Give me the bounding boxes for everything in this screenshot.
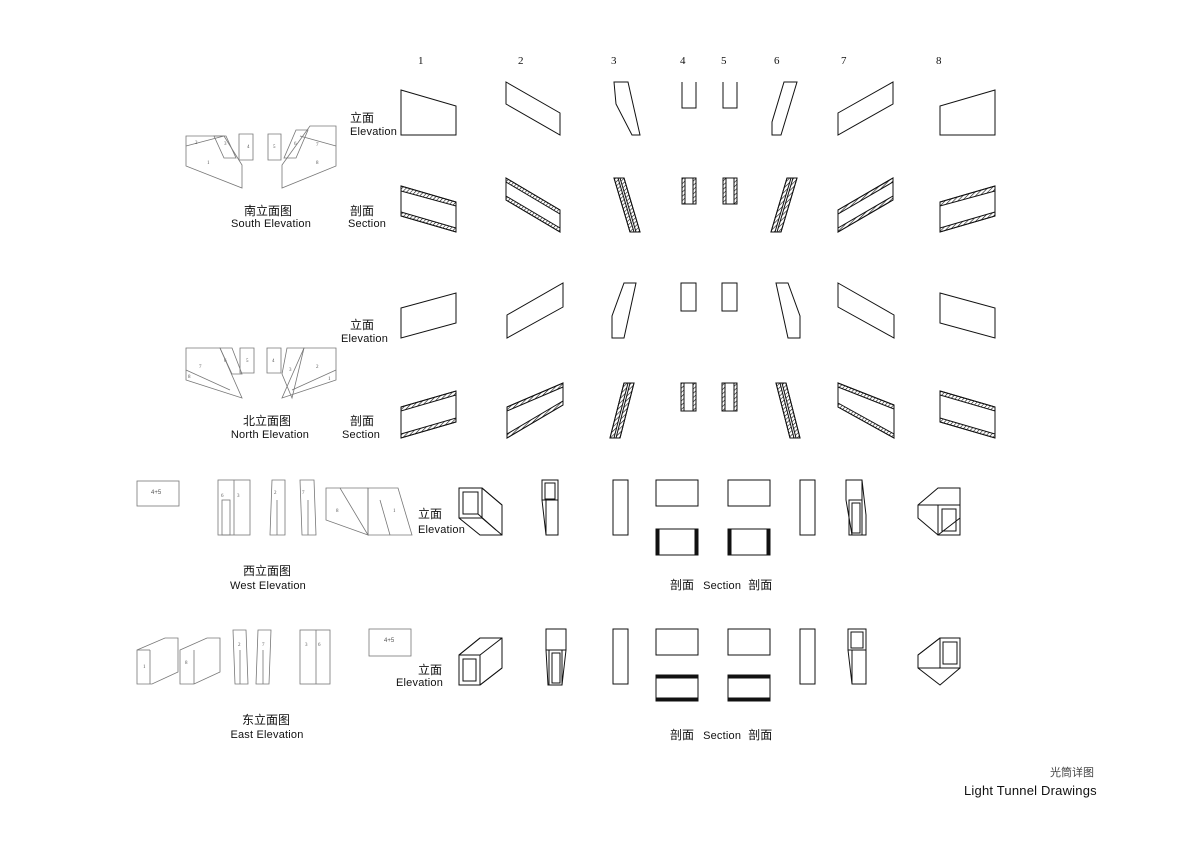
column-number-2: 2: [518, 55, 524, 67]
svg-text:6: 6: [294, 142, 297, 147]
west-section-caption-left: 剖面: [670, 578, 695, 592]
north-elevation-row: [400, 282, 996, 339]
svg-text:7: 7: [302, 491, 305, 496]
row6-elevation-en: Elevation: [396, 677, 444, 689]
east-elevation-key-plan: [136, 628, 412, 685]
column-number-7: 7: [841, 55, 847, 67]
row1-elevation-zh: 立面: [350, 111, 375, 125]
svg-text:8: 8: [188, 375, 191, 380]
column-number-8: 8: [936, 55, 942, 67]
row2-section-zh: 剖面: [350, 204, 375, 218]
svg-text:7: 7: [262, 643, 265, 648]
north-elevation-title-zh: 北立面图: [242, 414, 292, 428]
footer-title-en: Light Tunnel Drawings: [964, 783, 1097, 798]
south-elevation-row: [400, 81, 996, 136]
svg-text:1: 1: [143, 665, 146, 670]
south-section-row: [400, 177, 996, 233]
south-elevation-title-zh: 南立面图: [243, 204, 293, 218]
svg-text:8: 8: [185, 661, 188, 666]
svg-text:8: 8: [336, 509, 339, 514]
row2-section-en: Section: [348, 218, 387, 230]
svg-text:4: 4: [272, 359, 275, 364]
svg-text:2: 2: [316, 365, 319, 370]
column-number-3: 3: [611, 55, 617, 67]
west-section-caption-mid: Section: [703, 580, 742, 592]
svg-text:5: 5: [246, 359, 249, 364]
svg-text:1: 1: [328, 377, 331, 382]
south-elevation-title-en: South Elevation: [230, 218, 312, 230]
west-section-row: [655, 528, 771, 556]
west-elevation-key-plan: [136, 479, 413, 536]
east-key-box-label: 4+5: [384, 638, 395, 644]
west-key-box-label: 4+5: [151, 490, 162, 496]
west-section-caption-right: 剖面: [748, 578, 773, 592]
east-elevation-row: [458, 628, 961, 686]
row1-elevation-en: Elevation: [350, 126, 398, 138]
svg-text:3: 3: [224, 142, 227, 147]
svg-text:1: 1: [207, 161, 210, 166]
svg-text:3: 3: [289, 368, 292, 373]
svg-text:2: 2: [238, 643, 241, 648]
row5-elevation-zh: 立面: [418, 507, 443, 521]
column-number-1: 1: [418, 55, 424, 67]
row4-section-zh: 剖面: [350, 414, 375, 428]
east-section-caption-mid: Section: [703, 730, 742, 742]
east-section-row: [655, 674, 771, 702]
row3-elevation-en: Elevation: [341, 333, 389, 345]
svg-text:5: 5: [273, 145, 276, 150]
column-number-4: 4: [680, 55, 686, 67]
svg-text:4: 4: [247, 145, 250, 150]
north-elevation-key-plan: [185, 347, 337, 400]
svg-text:6: 6: [221, 494, 224, 499]
svg-text:2: 2: [274, 491, 277, 496]
west-section-caption: 剖面 Section 剖面: [670, 576, 772, 593]
west-elevation-title-zh: 西立面图: [242, 564, 292, 578]
east-section-caption: 剖面 Section 剖面: [670, 726, 772, 743]
column-number-5: 5: [721, 55, 727, 67]
east-section-caption-right: 剖面: [748, 728, 773, 742]
north-elevation-title-en: North Elevation: [230, 429, 310, 441]
svg-text:3: 3: [237, 494, 240, 499]
row5-elevation-en: Elevation: [418, 524, 466, 536]
south-elevation-key-plan: [185, 125, 337, 189]
svg-text:6: 6: [318, 643, 321, 648]
west-elevation-title-en: West Elevation: [230, 580, 306, 592]
svg-text:2: 2: [195, 141, 198, 146]
svg-text:8: 8: [316, 161, 319, 166]
row4-section-en: Section: [342, 429, 381, 441]
row6-elevation-zh: 立面: [418, 663, 443, 677]
column-number-6: 6: [774, 55, 780, 67]
west-elevation-row: [458, 479, 961, 536]
svg-text:7: 7: [316, 143, 319, 148]
svg-text:6: 6: [224, 359, 227, 364]
east-elevation-title-zh: 东立面图: [241, 713, 291, 727]
svg-text:7: 7: [199, 365, 202, 370]
east-section-caption-left: 剖面: [670, 728, 695, 742]
row3-elevation-zh: 立面: [350, 318, 375, 332]
north-section-row: [400, 382, 996, 439]
east-elevation-title-en: East Elevation: [230, 729, 304, 741]
footer-title-zh: 光筒详图: [1050, 766, 1094, 779]
svg-text:3: 3: [305, 643, 308, 648]
svg-text:1: 1: [393, 509, 396, 514]
